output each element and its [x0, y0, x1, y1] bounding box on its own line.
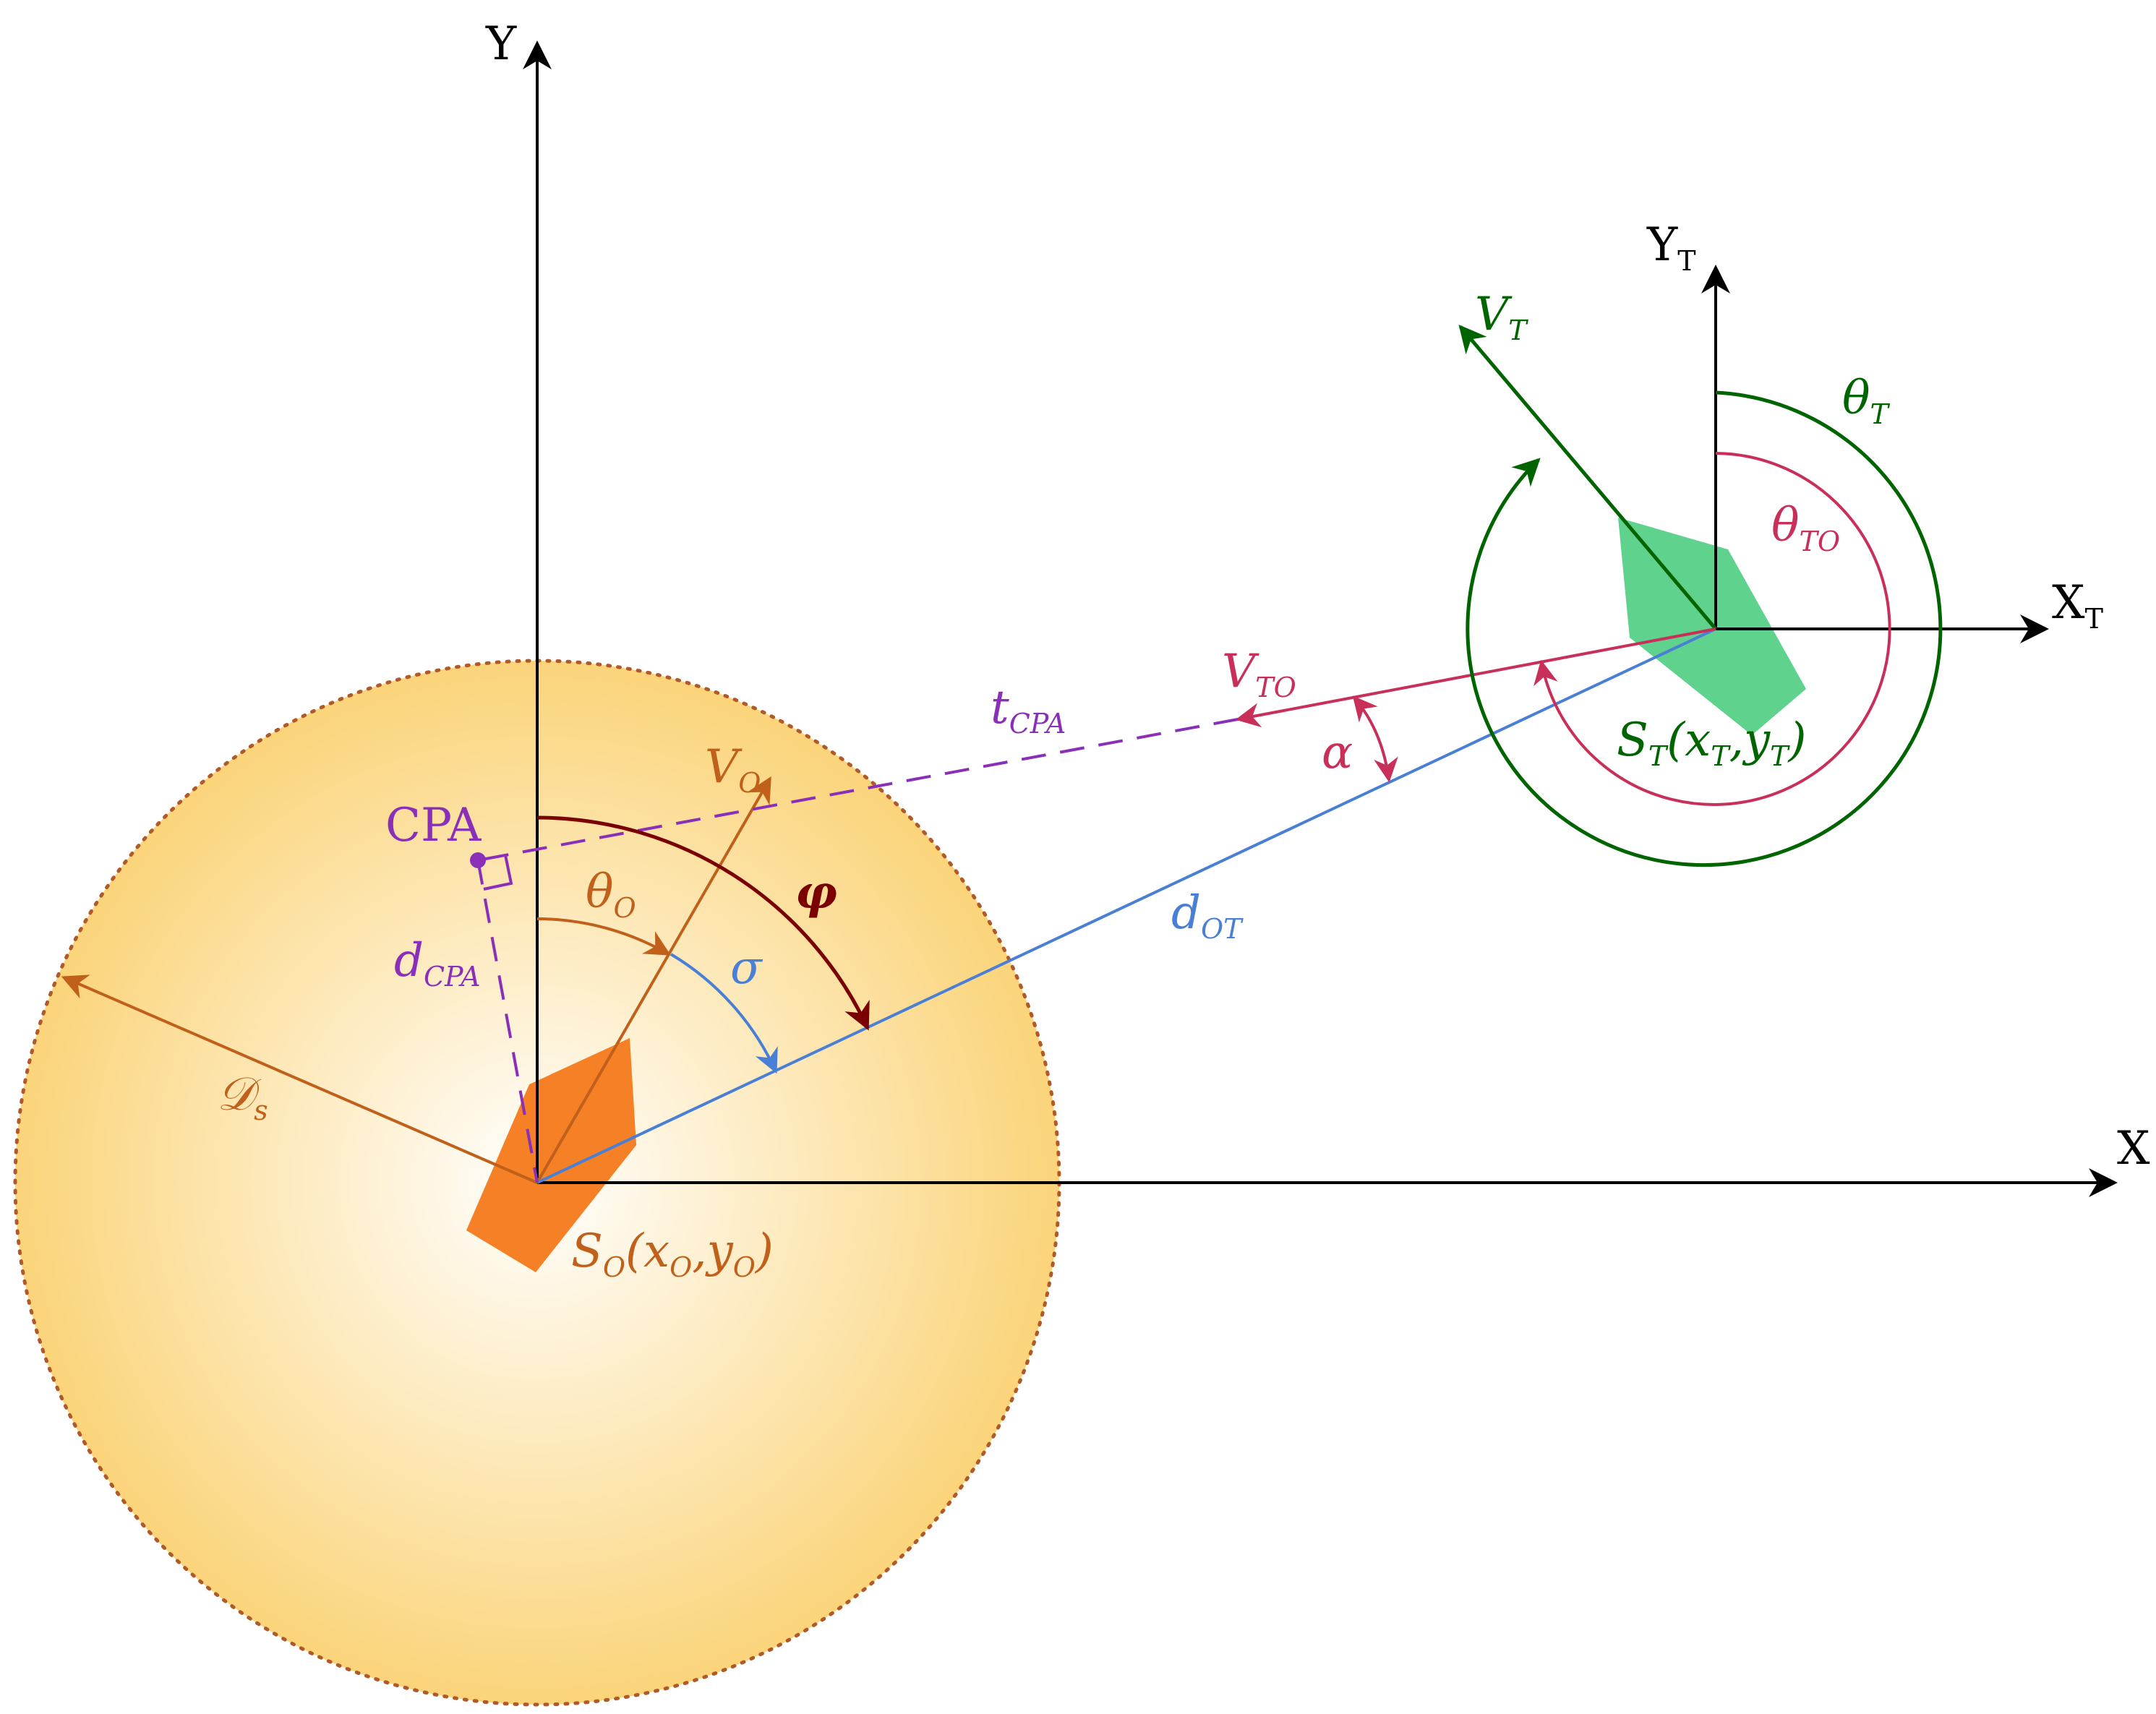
- cpa-point: [470, 852, 486, 868]
- relative-angle-label: θTO: [1771, 499, 1840, 557]
- d-cpa-label: dCPA: [394, 934, 481, 993]
- safety-domain-radius: [61, 974, 538, 1184]
- t-cpa-line: [477, 718, 1239, 862]
- relative-velocity-vector: [1235, 627, 1716, 728]
- own-ship-shape: [466, 1038, 636, 1272]
- d-cpa-line: [476, 860, 539, 1183]
- target-y-axis-label: YT: [1646, 218, 1696, 277]
- relative-velocity-label: VTO: [1222, 645, 1296, 703]
- target-velocity-vector: [1458, 325, 1717, 630]
- t-cpa-label: tCPA: [991, 681, 1066, 740]
- own-ship-label: SO(xO,yO): [571, 1225, 774, 1283]
- own-velocity-label: VO: [705, 740, 761, 799]
- target-heading-label: θT: [1842, 372, 1891, 430]
- relative-angle-arc: [1533, 452, 1891, 806]
- own-heading-arc: [536, 917, 672, 956]
- alpha-arc: [1352, 695, 1398, 783]
- y-axis-label: Y: [485, 17, 517, 71]
- own-heading-label: θO: [586, 865, 636, 924]
- bearing-arc: [670, 953, 778, 1074]
- own-velocity-vector: [536, 776, 771, 1183]
- target-heading-arc: [1466, 390, 1943, 867]
- cpa-right-angle-marker: [483, 854, 513, 891]
- cpa-label: CPA: [385, 799, 482, 852]
- alpha-label: α: [1322, 726, 1353, 779]
- phi-arc: [536, 815, 870, 1031]
- target-x-axis-label: XT: [2052, 576, 2103, 635]
- distance-line: [536, 627, 1716, 1184]
- distance-label: dOT: [1171, 886, 1244, 945]
- x-axis-label: X: [2117, 1122, 2150, 1175]
- target-velocity-label: VT: [1475, 288, 1528, 346]
- bearing-label: σ: [730, 941, 763, 995]
- phi-label: φ: [795, 865, 837, 920]
- target-ship-label: ST(xT,yT): [1617, 714, 1806, 772]
